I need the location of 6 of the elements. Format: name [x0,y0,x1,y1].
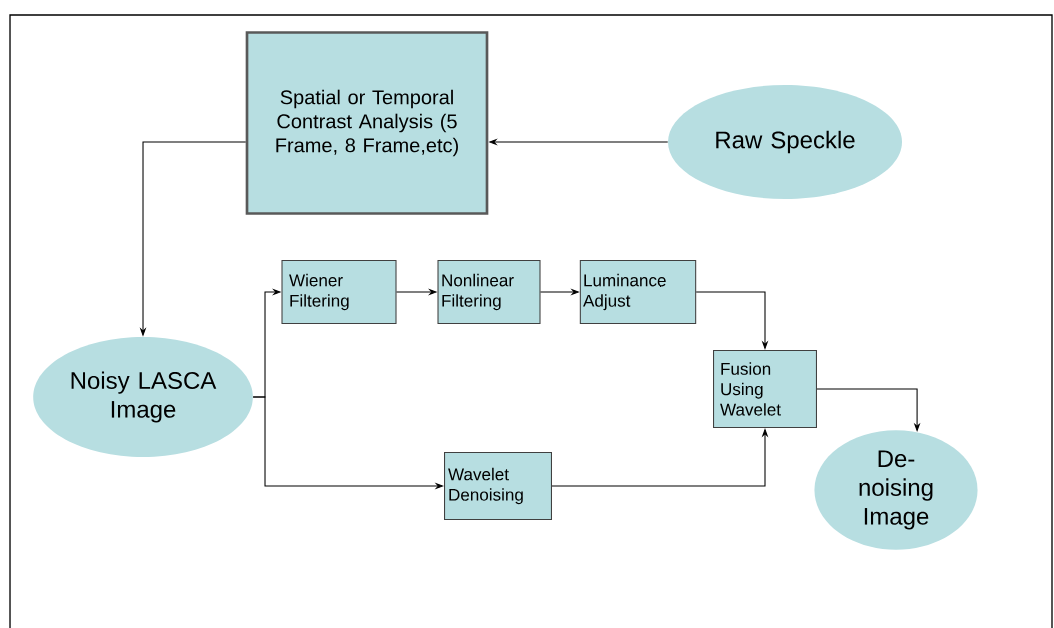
process-box: Luminance Adjust [579,260,697,324]
process-box: Spatial or Temporal Contrast Analysis (5 Frame, 8 Frame,etc) [245,31,489,215]
process-box: Nonlinear Filtering [437,260,541,324]
process-box: Wavelet Denoising [444,452,552,520]
process-box: Fusion Using Wavelet [713,349,817,429]
process-box: Wiener Filtering [281,260,397,324]
